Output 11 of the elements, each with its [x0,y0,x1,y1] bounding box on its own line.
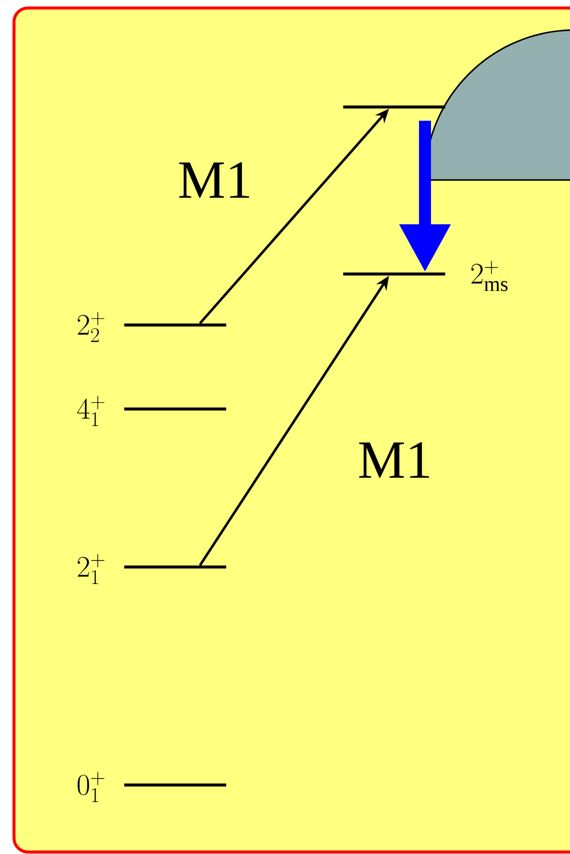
energy-level-line [124,324,226,326]
level-label: $0_{1}^{+}$ [78,772,104,802]
level-label: $2_{\mathrm{ms}}^{+}$ [471,260,508,292]
edge-label: M1 [359,442,430,478]
level-label: $4_{1}^{+}$ [77,396,104,426]
energy-level-line [124,566,226,568]
edge-label: M1 [179,162,250,198]
energy-level-line [124,784,226,786]
energy-level-line [124,408,226,410]
level-label: $2_{2}^{+}$ [78,312,104,342]
level-label: $2_{1}^{+}$ [78,554,104,584]
